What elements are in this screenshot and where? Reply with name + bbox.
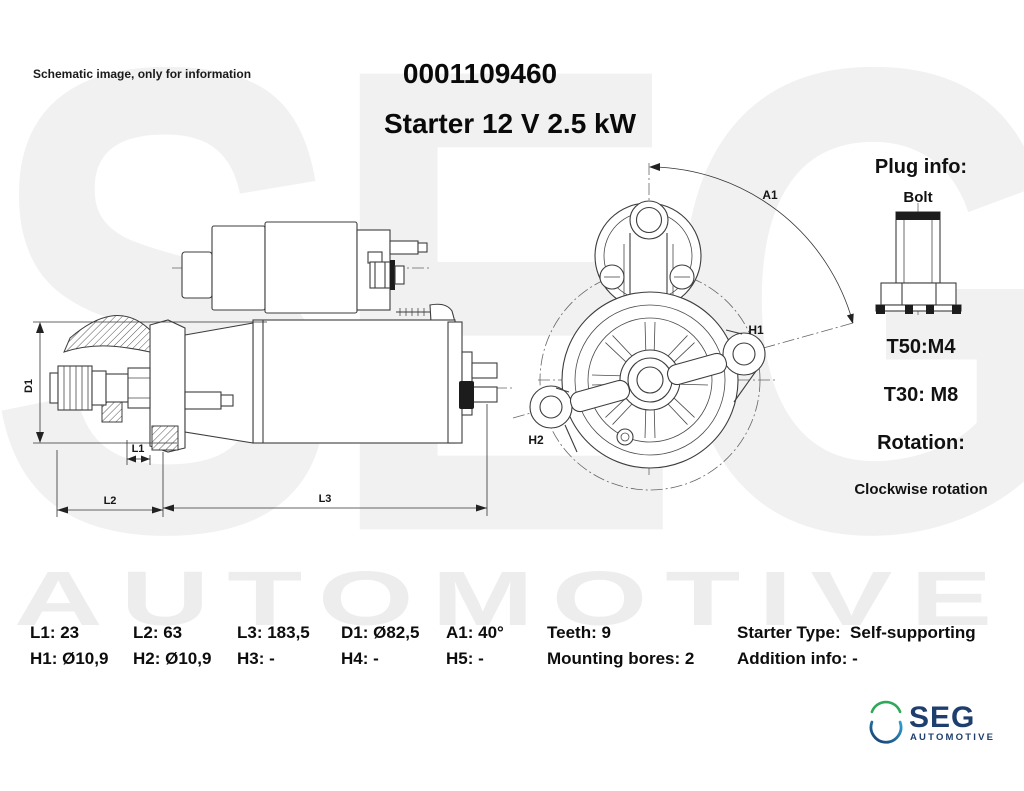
side-view: D1 L1 L2 L3 bbox=[23, 221, 515, 517]
dim-label-h2: H2 bbox=[528, 433, 544, 447]
spec-d1: D1: Ø82,5 bbox=[341, 623, 420, 642]
logo-text: SEG bbox=[909, 701, 975, 734]
spec-starter-type: Starter Type: Self-supporting bbox=[737, 623, 976, 642]
terminal-50-spec: T50:M4 bbox=[886, 336, 956, 358]
part-number: 0001109460 bbox=[402, 58, 558, 89]
page-title: Starter 12 V 2.5 kW bbox=[383, 108, 637, 139]
schematic-note: Schematic image, only for information bbox=[33, 67, 252, 81]
dim-label-l2: L2 bbox=[104, 495, 117, 507]
spec-l1: L1: 23 bbox=[30, 623, 80, 642]
spec-h5: H5: - bbox=[446, 649, 484, 668]
bolt-icon bbox=[875, 203, 962, 317]
dim-label-a1: A1 bbox=[762, 188, 778, 202]
spec-h4: H4: - bbox=[341, 649, 379, 668]
seg-logo-mark bbox=[869, 700, 903, 744]
rotation-value: Clockwise rotation bbox=[854, 481, 988, 498]
terminal-30-spec: T30: M8 bbox=[883, 384, 959, 406]
front-view: A1 H1 H2 bbox=[512, 163, 854, 491]
seg-automotive-logo: SEG AUTOMOTIVE bbox=[869, 700, 995, 744]
plug-info-heading: Plug info: bbox=[874, 156, 968, 178]
spec-mounting-bores: Mounting bores: 2 bbox=[547, 649, 695, 668]
logo-subtitle: AUTOMOTIVE bbox=[910, 732, 995, 743]
rotation-heading: Rotation: bbox=[877, 432, 965, 454]
dim-label-h1: H1 bbox=[748, 323, 764, 337]
spec-teeth: Teeth: 9 bbox=[547, 623, 611, 642]
spec-l2: L2: 63 bbox=[133, 623, 183, 642]
dim-label-l1: L1 bbox=[132, 443, 145, 455]
spec-addition-info: Addition info: - bbox=[737, 649, 858, 668]
plug-type-label: Bolt bbox=[903, 189, 933, 206]
watermark-automotive-text: AUTOMOTIVE bbox=[13, 556, 1011, 642]
spec-l3: L3: 183,5 bbox=[237, 623, 310, 642]
dim-label-d1: D1 bbox=[23, 379, 35, 393]
spec-h3: H3: - bbox=[237, 649, 275, 668]
spec-h2: H2: Ø10,9 bbox=[133, 649, 212, 668]
spec-a1: A1: 40° bbox=[446, 623, 504, 642]
dim-label-l3: L3 bbox=[319, 493, 332, 505]
spec-h1: H1: Ø10,9 bbox=[30, 649, 109, 668]
